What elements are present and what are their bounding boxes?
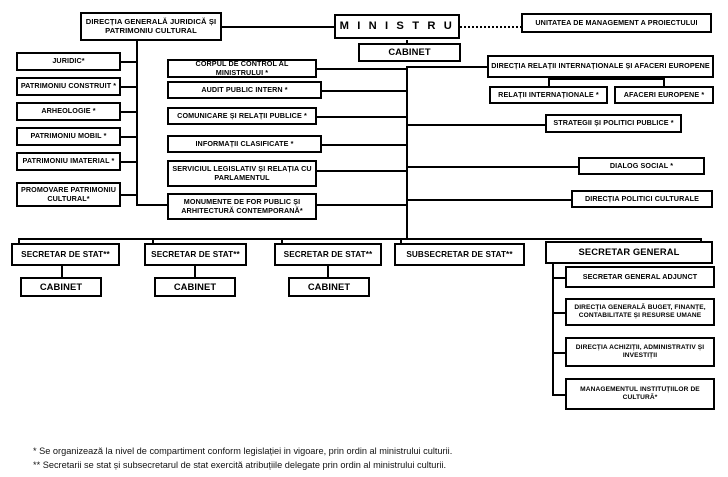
connector-afaceri-drop <box>663 78 665 87</box>
left-bracket-stub-3 <box>120 136 138 138</box>
node-cabinet-secretar-3[interactable]: CABINET <box>288 277 370 297</box>
node-subsecretar-de-stat[interactable]: SUBSECRETAR DE STAT** <box>394 243 525 266</box>
node-directia-achizitii[interactable]: DIRECȚIA ACHIZIȚII, ADMINISTRATIV ȘI INV… <box>565 337 715 367</box>
node-corpul-de-control[interactable]: CORPUL DE CONTROL AL MINISTRULUI * <box>167 59 317 78</box>
secretary-drop-1 <box>152 238 154 246</box>
node-managementul-institutiilor-cultura[interactable]: MANAGEMENTUL INSTITUȚIILOR DE CULTURĂ* <box>565 378 715 410</box>
node-monumente-for-public[interactable]: MONUMENTE DE FOR PUBLIC ȘI ARHITECTURĂ C… <box>167 193 317 220</box>
connector-right-dialog-social <box>406 166 579 168</box>
node-cabinet-ministru[interactable]: CABINET <box>358 43 461 62</box>
node-serviciul-legislativ[interactable]: SERVICIUL LEGISLATIV ȘI RELAȚIA CU PARLA… <box>167 160 317 187</box>
connector-right-directia-relatii <box>406 66 488 68</box>
footnote-double-asterisk: ** Secretarii se stat și subsecretarul d… <box>33 460 447 471</box>
left-bracket-stub-1 <box>120 86 138 88</box>
left-bracket-spine <box>136 40 138 206</box>
connector-center-2 <box>316 116 408 118</box>
secretary-bus <box>18 238 702 240</box>
node-ministru[interactable]: M I N I S T R U <box>334 14 460 39</box>
node-strategii-politici-publice[interactable]: STRATEGII ȘI POLITICI PUBLICE * <box>545 114 682 133</box>
node-unitatea-management-proiectului[interactable]: UNITATEA DE MANAGEMENT A PROIECTULUI <box>521 13 712 33</box>
footnote-single-asterisk: * Se organizează la nivel de compartimen… <box>33 446 453 456</box>
secretary-drop-3 <box>400 238 402 246</box>
node-audit-public-intern[interactable]: AUDIT PUBLIC INTERN * <box>167 81 322 99</box>
node-informatii-clasificate[interactable]: INFORMAȚII CLASIFICATE * <box>167 135 322 153</box>
connector-center-0 <box>316 68 408 70</box>
node-dialog-social[interactable]: DIALOG SOCIAL * <box>578 157 705 175</box>
node-directia-generala-buget[interactable]: DIRECȚIA GENERALĂ BUGET, FINANȚE, CONTAB… <box>565 298 715 326</box>
node-directia-generala-juridica[interactable]: DIRECȚIA GENERALĂ JURIDICĂ ȘI PATRIMONIU… <box>80 12 222 41</box>
node-cabinet-secretar-2[interactable]: CABINET <box>154 277 236 297</box>
connector-relatii-bus <box>548 78 665 80</box>
secretary-drop-0 <box>18 238 20 246</box>
connector-center-4 <box>316 170 408 172</box>
node-juridic[interactable]: JURIDIC* <box>16 52 121 71</box>
node-secretar-general[interactable]: SECRETAR GENERAL <box>545 241 713 264</box>
node-secretar-de-stat-2[interactable]: SECRETAR DE STAT** <box>144 243 247 266</box>
node-comunicare-relatii-publice[interactable]: COMUNICARE ȘI RELAȚII PUBLICE * <box>167 107 317 125</box>
connector-right-politici-culturale <box>406 199 572 201</box>
sg-bracket-stub-2 <box>552 352 566 354</box>
node-directia-relatii-internationale[interactable]: DIRECȚIA RELAȚII INTERNAȚIONALE ȘI AFACE… <box>487 55 714 78</box>
node-cabinet-secretar-1[interactable]: CABINET <box>20 277 102 297</box>
connector-sos2-cabinet <box>327 266 329 278</box>
connector-right-strategii <box>406 124 546 126</box>
connector-center-1 <box>321 90 408 92</box>
node-arheologie[interactable]: ARHEOLOGIE * <box>16 102 121 121</box>
node-directia-politici-culturale[interactable]: DIRECȚIA POLITICI CULTURALE <box>571 190 713 208</box>
connector-ministru-to-unitatea-dotted <box>460 26 522 28</box>
sg-bracket-stub-0 <box>552 277 566 279</box>
node-relatii-internationale[interactable]: RELAȚII INTERNAȚIONALE * <box>489 86 608 104</box>
connector-sos0-cabinet <box>61 266 63 278</box>
left-bracket-stub-5 <box>120 194 138 196</box>
sg-bracket-spine <box>552 264 554 396</box>
connector-dgjpc-to-ministru <box>222 26 334 28</box>
connector-center-3 <box>321 144 408 146</box>
node-secretar-de-stat-3[interactable]: SECRETAR DE STAT** <box>274 243 382 266</box>
left-bracket-stub-2 <box>120 111 138 113</box>
central-spine <box>406 68 408 238</box>
node-secretar-de-stat-1[interactable]: SECRETAR DE STAT** <box>11 243 120 266</box>
sg-bracket-stub-3 <box>552 394 566 396</box>
node-patrimoniu-imaterial[interactable]: PATRIMONIU IMATERIAL * <box>16 152 121 171</box>
secretary-drop-2 <box>281 238 283 246</box>
footnotes: * Se organizează la nivel de compartimen… <box>33 444 452 473</box>
node-promovare-patrimoniu-cultural[interactable]: PROMOVARE PATRIMONIU CULTURAL* <box>16 182 121 207</box>
node-afaceri-europene[interactable]: AFACERI EUROPENE * <box>614 86 714 104</box>
node-patrimoniu-construit[interactable]: PATRIMONIU CONSTRUIT * <box>16 77 121 96</box>
left-bracket-stub-4 <box>120 161 138 163</box>
connector-relatii-drop <box>548 78 550 87</box>
left-bracket-stub-0 <box>120 61 138 63</box>
sg-bracket-stub-1 <box>552 312 566 314</box>
node-patrimoniu-mobil[interactable]: PATRIMONIU MOBIL * <box>16 127 121 146</box>
connector-sos1-cabinet <box>194 266 196 278</box>
node-secretar-general-adjunct[interactable]: SECRETAR GENERAL ADJUNCT <box>565 266 715 288</box>
